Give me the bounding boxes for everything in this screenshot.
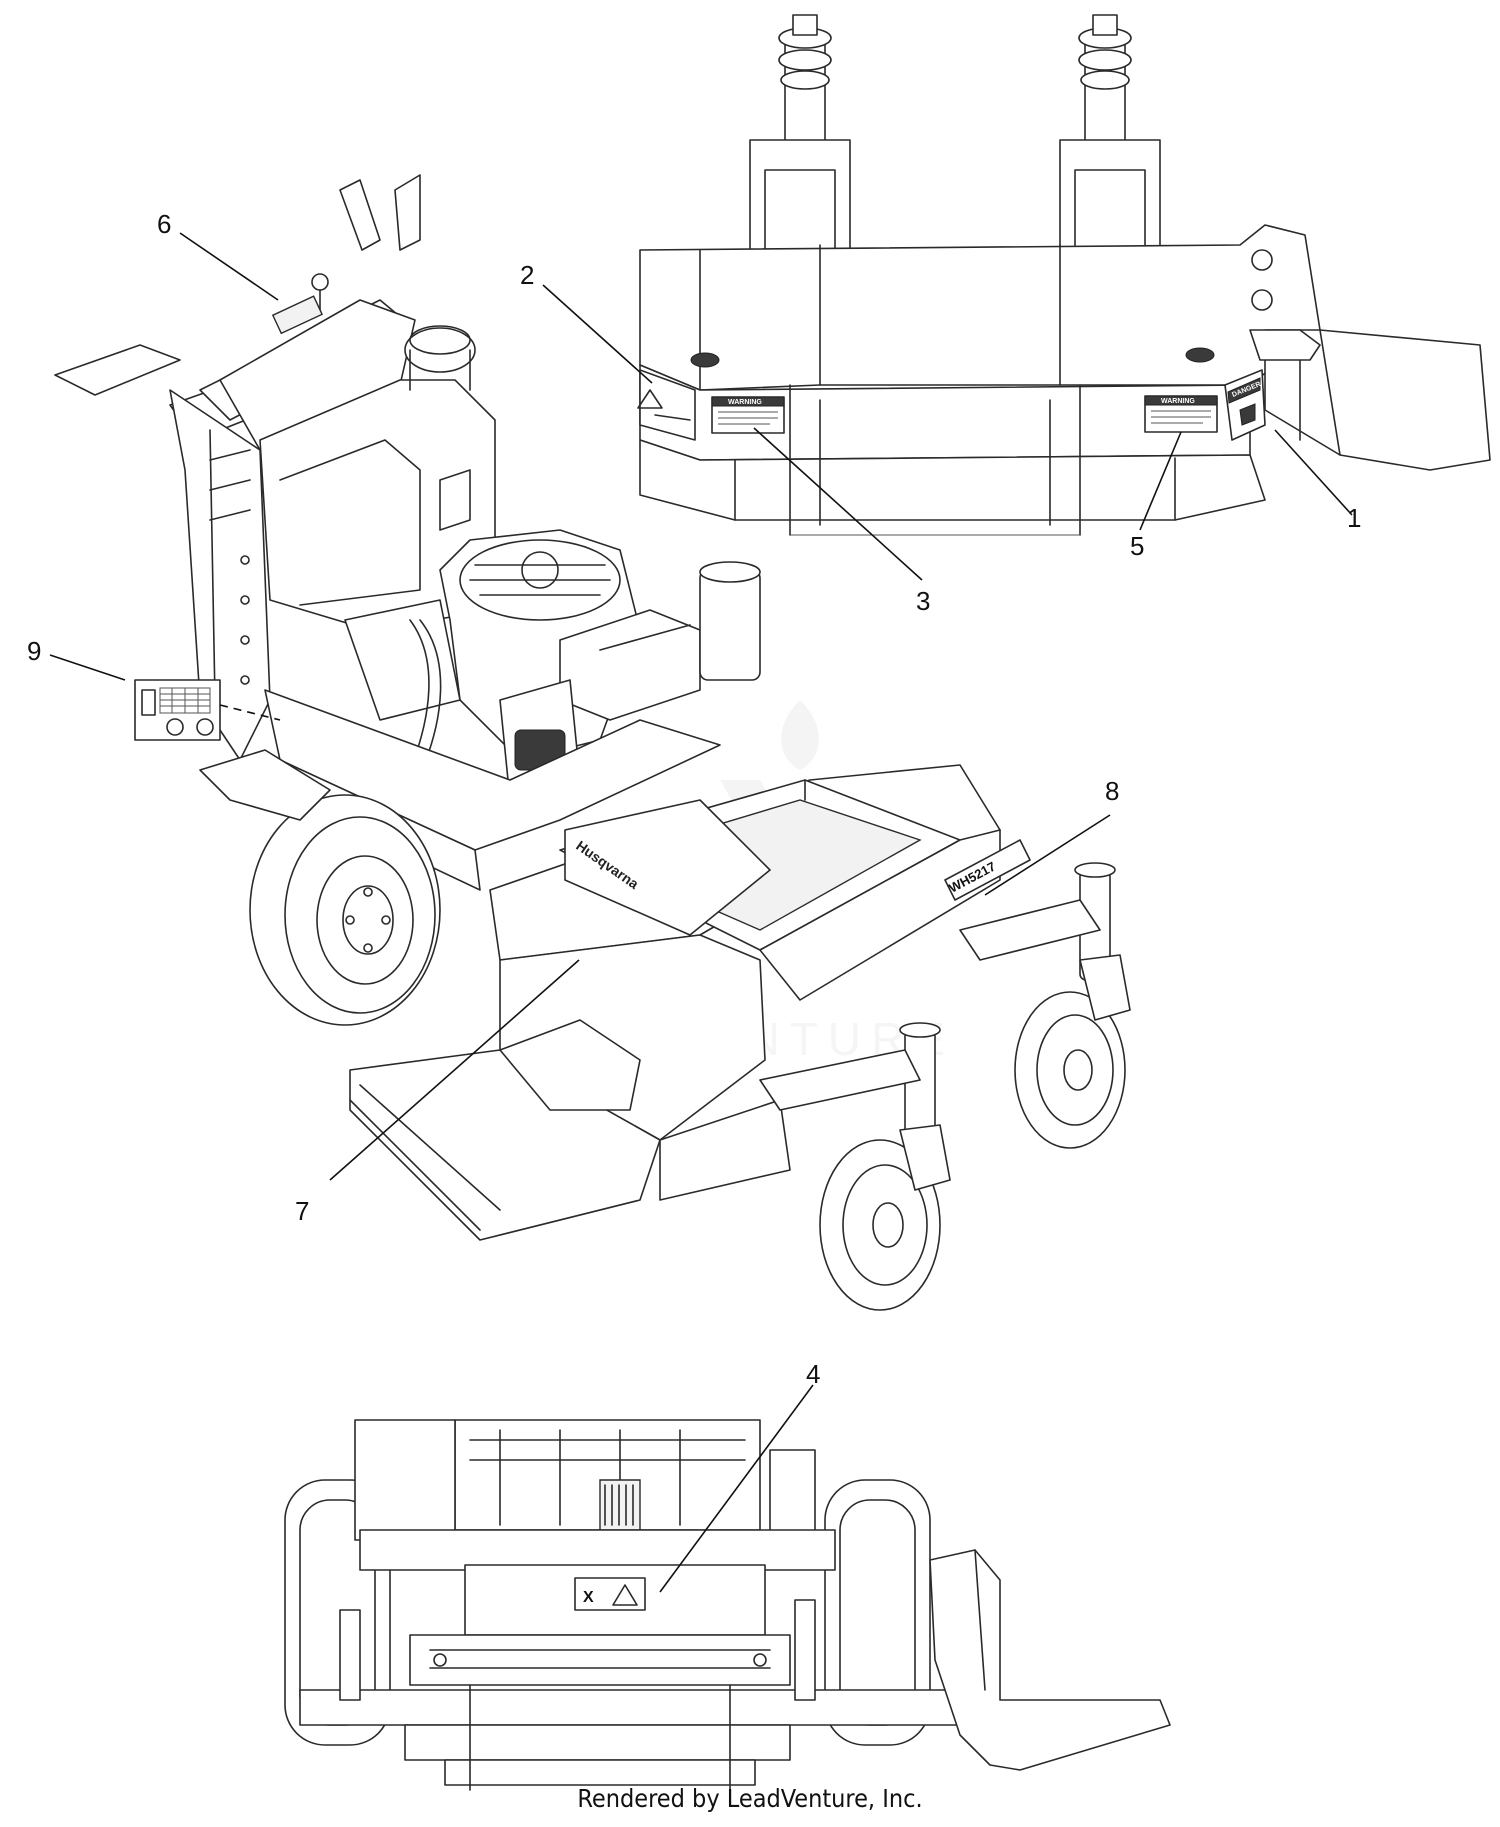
decal-1-danger: DANGER	[1224, 369, 1266, 441]
leader-2	[542, 284, 653, 384]
leader-6	[179, 232, 279, 301]
leader-7	[329, 959, 580, 1181]
callout-2: 2	[520, 260, 534, 290]
callout-1: 1	[1347, 503, 1361, 533]
leader-8	[984, 814, 1111, 896]
mower-main-view: Husqvarna WH5217	[54, 174, 1131, 1311]
svg-text:WARNING: WARNING	[728, 399, 762, 406]
deck-rear-view: WARNING WARNING DANGER	[637, 14, 1491, 536]
front-caster-right	[959, 862, 1131, 1149]
callout-3: 3	[916, 586, 930, 616]
decal-5-warning: WARNING	[1144, 395, 1218, 433]
leader-3	[753, 427, 923, 581]
footer-credit: Rendered by LeadVenture, Inc.	[577, 1784, 923, 1813]
callout-5: 5	[1130, 531, 1144, 561]
decal-4-lift-warning: X	[574, 1577, 646, 1611]
callout-9: 9	[27, 636, 41, 666]
svg-text:WARNING: WARNING	[1161, 398, 1195, 405]
decal-2-blade-warning	[637, 369, 696, 441]
callout-7: 7	[295, 1196, 309, 1226]
callout-4: 4	[806, 1359, 820, 1389]
leader-5	[1139, 431, 1182, 531]
leader-4	[659, 1384, 814, 1593]
mower-front-view: X	[284, 1419, 1171, 1791]
caster-post-right	[1059, 14, 1161, 261]
callout-leaders	[49, 232, 1353, 1593]
callout-6: 6	[157, 209, 171, 239]
front-caster-left	[759, 1022, 951, 1311]
decal-9-controls-label	[134, 679, 281, 741]
caster-post-left	[749, 14, 851, 261]
svg-text:X: X	[583, 1589, 594, 1606]
leader-9	[49, 654, 126, 681]
decal-3-warning: WARNING	[711, 396, 785, 434]
callout-8: 8	[1105, 776, 1119, 806]
callout-numbers: 1 2 3 4 5 6 7 8 9	[27, 209, 1361, 1389]
leader-1	[1274, 429, 1353, 516]
